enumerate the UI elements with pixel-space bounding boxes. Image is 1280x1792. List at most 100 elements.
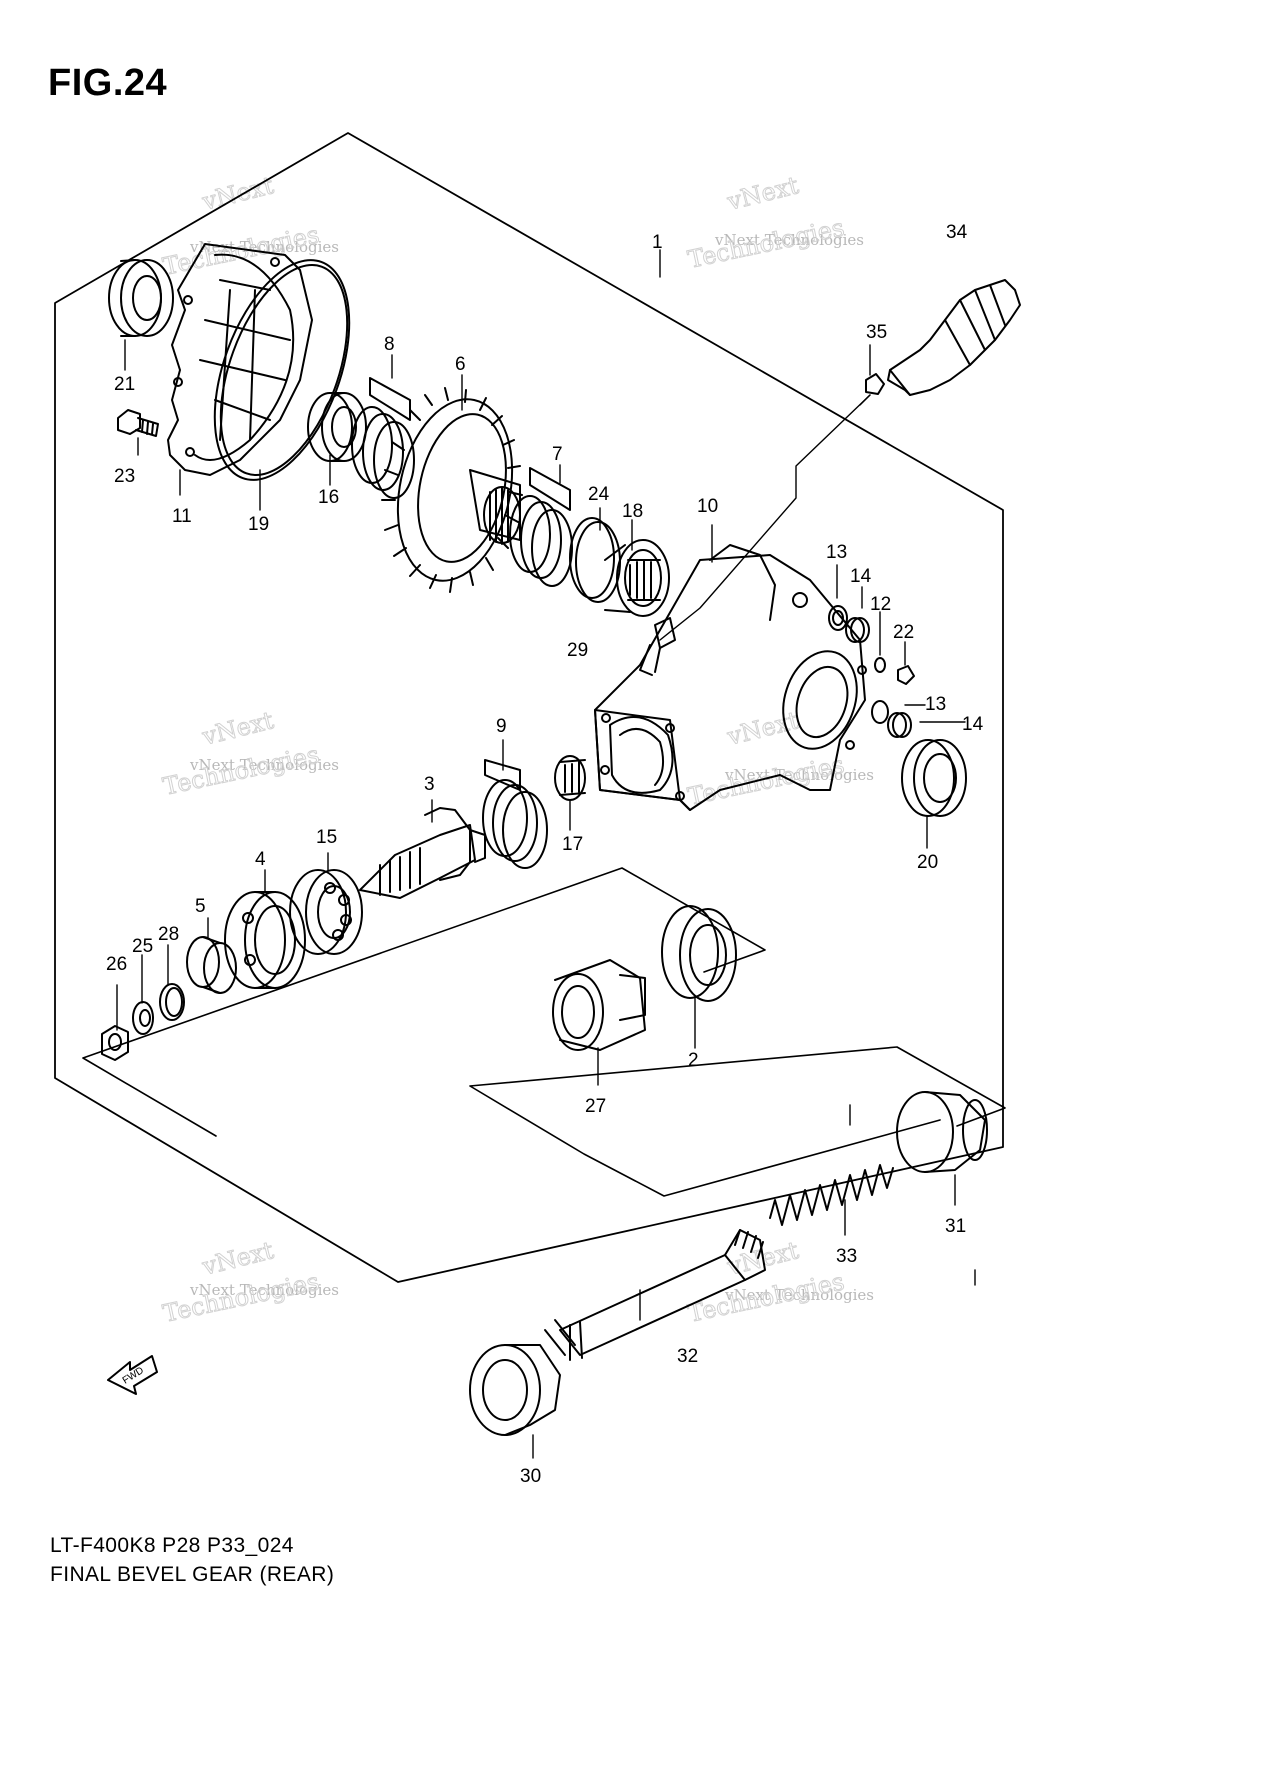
part-10-housing <box>594 544 867 811</box>
diagram-description: FINAL BEVEL GEAR (REAR) <box>50 1563 335 1586</box>
callout-13a: 13 <box>826 542 847 563</box>
svg-text:Technologies: Technologies <box>685 750 846 810</box>
part-4-retainer <box>224 891 306 989</box>
part-21-oil-seal <box>108 259 174 337</box>
part-2-oil-seal <box>661 905 737 1002</box>
watermark: vNext vNext Technologies Technologies <box>685 171 864 275</box>
svg-text:vNext Technologies: vNext Technologies <box>189 1281 339 1299</box>
sub-assembly-outline <box>82 867 766 1137</box>
watermark: vNext vNext Technologies Technologies <box>160 1236 339 1329</box>
callout-21: 21 <box>114 374 135 395</box>
callout-2: 2 <box>688 1050 699 1071</box>
callout-labels: 1 2 3 4 5 6 7 8 9 10 11 12 13 13 14 14 1… <box>106 222 984 1487</box>
callout-8: 8 <box>384 334 395 355</box>
part-29-breather <box>639 617 676 676</box>
leader-lines <box>116 249 976 1459</box>
svg-text:Technologies: Technologies <box>160 740 321 800</box>
callout-9: 9 <box>496 716 507 737</box>
callout-30: 30 <box>520 1466 541 1487</box>
callout-6: 6 <box>455 354 466 375</box>
callout-22: 22 <box>893 622 914 643</box>
part-34-boot <box>887 279 1021 396</box>
callout-7: 7 <box>552 444 563 465</box>
part-8-shims <box>351 377 415 499</box>
svg-text:vNext: vNext <box>199 171 277 216</box>
part-15-bearing <box>289 869 363 955</box>
callout-4: 4 <box>255 849 266 870</box>
part-7-shims <box>509 467 573 587</box>
callout-27: 27 <box>585 1096 606 1117</box>
callout-32: 32 <box>677 1346 698 1367</box>
part-13-gasket-lower <box>871 700 889 724</box>
fwd-arrow-icon: FWD <box>107 1355 158 1395</box>
svg-text:Technologies: Technologies <box>685 1267 846 1327</box>
callout-29: 29 <box>567 640 588 661</box>
svg-text:vNext: vNext <box>724 171 802 216</box>
part-11-cover <box>167 243 313 476</box>
part-17-needle-bearing <box>554 755 586 801</box>
part-12-washer <box>874 657 886 673</box>
leader-line-35 <box>659 394 871 641</box>
svg-text:vNext Technologies: vNext Technologies <box>189 238 339 256</box>
watermark: vNext vNext Technologies Technologies <box>160 706 339 802</box>
figure-title: FIG.24 <box>48 62 168 104</box>
callout-20: 20 <box>917 852 938 873</box>
callout-3: 3 <box>424 774 435 795</box>
callout-5: 5 <box>195 896 206 917</box>
callout-34: 34 <box>946 222 968 243</box>
callout-18: 18 <box>622 501 643 522</box>
part-25-washer <box>132 1001 154 1035</box>
callout-14b: 14 <box>962 714 984 735</box>
part-26-nut <box>101 1025 129 1061</box>
callout-14a: 14 <box>850 566 872 587</box>
model-code: LT-F400K8 P28 P33_024 <box>50 1534 294 1557</box>
callout-28: 28 <box>158 924 179 945</box>
callout-31: 31 <box>945 1216 966 1237</box>
callout-33: 33 <box>836 1246 857 1267</box>
sub-assembly-outline-lower <box>469 1046 1006 1197</box>
svg-text:vNext Technologies: vNext Technologies <box>724 1286 874 1304</box>
callout-25: 25 <box>132 936 153 957</box>
part-23-bolt <box>117 409 159 437</box>
part-3-drive-pinion <box>359 807 486 899</box>
callout-19: 19 <box>248 514 269 535</box>
part-13-gasket-upper <box>828 605 848 631</box>
callout-26: 26 <box>106 954 127 975</box>
callout-17: 17 <box>562 834 583 855</box>
callout-11: 11 <box>172 506 192 527</box>
svg-text:vNext Technologies: vNext Technologies <box>714 231 864 249</box>
part-14-plug-lower <box>887 712 912 738</box>
callout-12: 12 <box>870 594 891 615</box>
callout-23: 23 <box>114 466 135 487</box>
callout-1: 1 <box>652 232 663 253</box>
part-20-oil-seal <box>901 739 967 817</box>
part-5-spacer <box>186 936 237 994</box>
callout-16: 16 <box>318 487 339 508</box>
part-31-boot <box>896 1091 988 1173</box>
part-30-boot <box>469 1344 561 1436</box>
svg-text:vNext: vNext <box>199 706 277 751</box>
part-19-o-ring <box>213 259 351 481</box>
leader-line-35-tick <box>859 394 871 406</box>
part-24-spacer <box>569 517 621 603</box>
callout-35: 35 <box>866 322 887 343</box>
svg-text:Technologies: Technologies <box>160 220 321 280</box>
svg-text:vNext: vNext <box>199 1236 277 1281</box>
part-32-drive-shaft <box>544 1229 766 1361</box>
part-27-coupling <box>552 959 646 1051</box>
part-6-bevel-gear <box>381 387 523 593</box>
part-14-plug-upper <box>845 617 870 643</box>
callout-15: 15 <box>316 827 337 848</box>
svg-text:Technologies: Technologies <box>685 213 846 273</box>
part-18-bearing <box>604 539 670 617</box>
callout-13b: 13 <box>925 694 946 715</box>
svg-text:vNext: vNext <box>724 706 802 751</box>
svg-text:vNext Technologies: vNext Technologies <box>189 756 339 774</box>
svg-text:Technologies: Technologies <box>160 1267 321 1327</box>
callout-10: 10 <box>697 496 718 517</box>
part-28-o-ring <box>159 983 185 1021</box>
part-9-shims <box>482 759 548 869</box>
part-22-bolt <box>897 665 915 685</box>
